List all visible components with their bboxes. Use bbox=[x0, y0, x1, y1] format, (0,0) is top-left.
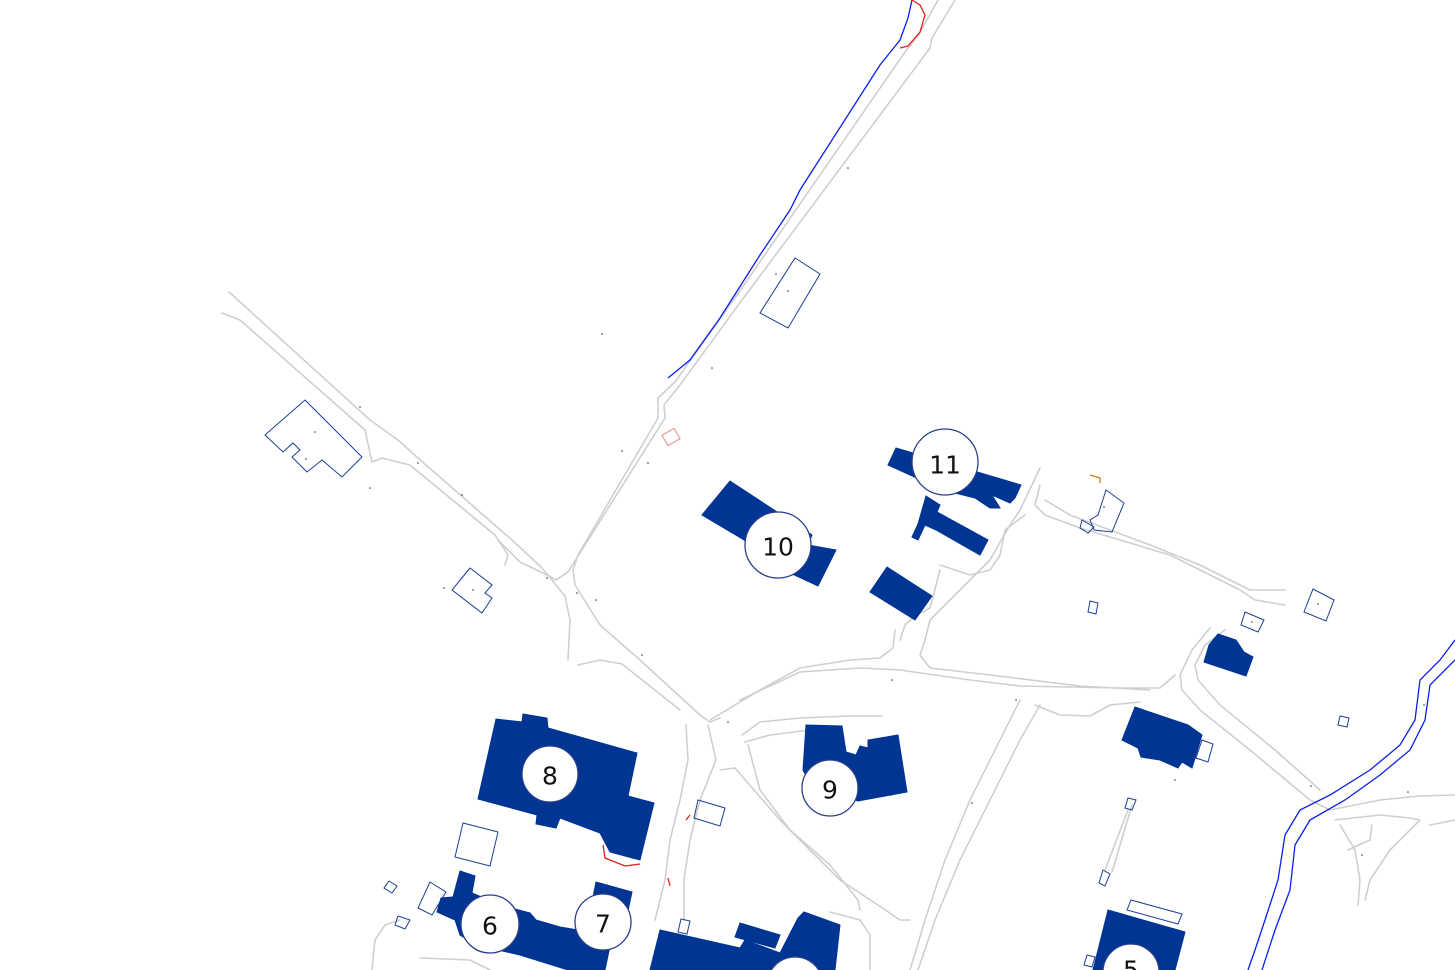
marker-9[interactable]: 9 bbox=[801, 759, 859, 817]
marker-label: 7 bbox=[595, 910, 611, 939]
building-east-a bbox=[1203, 633, 1254, 677]
marker-5[interactable]: 5 bbox=[1102, 943, 1160, 970]
road-network bbox=[221, 0, 1455, 970]
boundary-lines bbox=[602, 0, 1101, 887]
marker-4[interactable] bbox=[767, 956, 823, 970]
marker-circle bbox=[574, 893, 632, 951]
marker-label: 10 bbox=[762, 533, 794, 562]
marker-label: 11 bbox=[929, 451, 961, 480]
marker-circle bbox=[770, 956, 820, 970]
waterways bbox=[667, 0, 1455, 970]
buildings bbox=[436, 447, 1254, 970]
marker-8[interactable]: 8 bbox=[521, 745, 579, 803]
marker-label: 9 bbox=[822, 776, 838, 805]
marker-circle bbox=[911, 428, 979, 496]
marker-label: 8 bbox=[542, 762, 558, 791]
building-11-c bbox=[869, 566, 933, 621]
marker-label: 5 bbox=[1123, 956, 1139, 970]
marker-circle bbox=[801, 759, 859, 817]
marker-7[interactable]: 7 bbox=[574, 893, 632, 951]
minor-structures bbox=[264, 257, 1350, 968]
marker-circle bbox=[1102, 943, 1160, 970]
marker-10[interactable]: 10 bbox=[744, 511, 812, 579]
building-lower-a bbox=[649, 911, 841, 970]
building-11-b bbox=[911, 495, 989, 556]
marker-circle bbox=[744, 511, 812, 579]
marker-circle bbox=[460, 894, 520, 954]
marker-11[interactable]: 11 bbox=[911, 428, 979, 496]
marker-6[interactable]: 6 bbox=[460, 894, 520, 954]
building-lower-b bbox=[734, 922, 781, 949]
building-east-b bbox=[1121, 706, 1203, 769]
marker-circle bbox=[521, 745, 579, 803]
marker-label: 6 bbox=[482, 912, 498, 941]
